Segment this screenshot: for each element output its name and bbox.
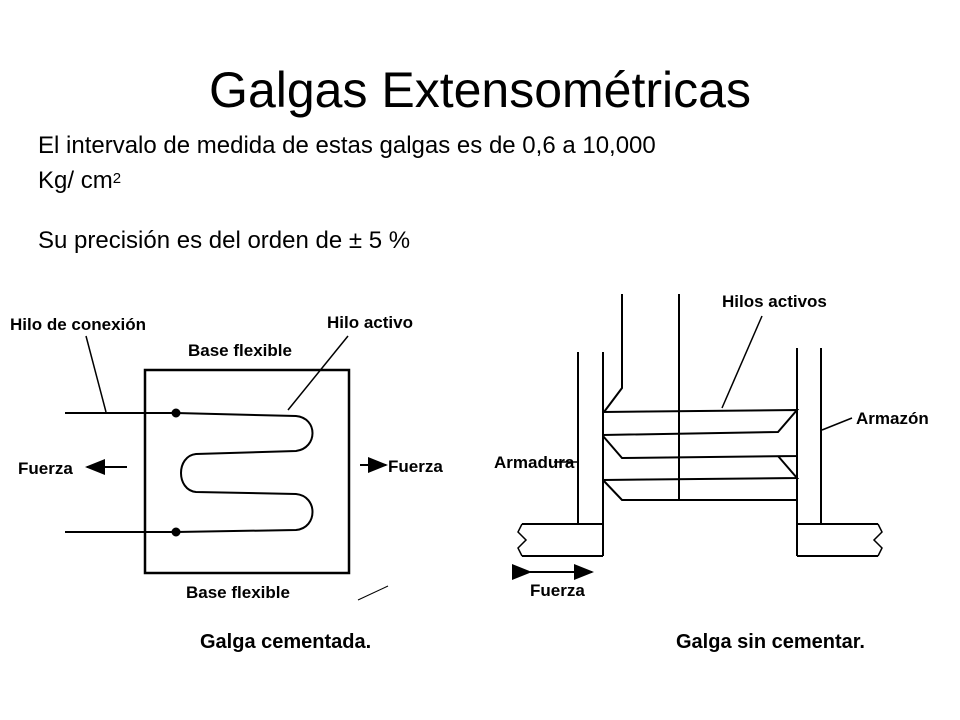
unbonded-gauge-figure — [512, 294, 883, 580]
break-mark-right — [872, 523, 883, 557]
active-wire-2 — [602, 433, 798, 460]
moving-bar-left — [603, 294, 623, 413]
label-hilo-conexion: Hilo de conexión — [10, 315, 146, 334]
label-base-flexible-bottom: Base flexible — [186, 583, 290, 602]
active-wire-3 — [602, 455, 800, 501]
label-armazon: Armazón — [856, 409, 929, 428]
label-fuerza-right: Fuerza — [388, 457, 443, 476]
unit-base: Kg/ cm — [38, 167, 113, 194]
cemented-gauge-figure — [65, 335, 389, 601]
label-hilo-activo: Hilo activo — [327, 313, 413, 332]
base-plate-left — [522, 523, 604, 557]
caption-galga-cementada: Galga cementada. — [200, 631, 371, 653]
slide-title: Galgas Extensométricas — [209, 62, 751, 118]
precision-text: Su precisión es del orden de ± 5 % — [38, 227, 411, 254]
label-hilos-activos: Hilos activos — [722, 292, 827, 311]
label-fuerza-left: Fuerza — [18, 459, 73, 478]
leader-hilo-activo — [287, 335, 349, 411]
caption-galga-sin-cementar: Galga sin cementar. — [676, 631, 865, 653]
unit-text: Kg/ cm2 — [38, 166, 121, 196]
active-wire-1 — [602, 408, 800, 437]
leader-hilo-conexion — [85, 335, 107, 413]
solder-point-bottom — [171, 527, 181, 537]
unit-exponent: 2 — [112, 170, 122, 187]
base-plate-right — [796, 523, 878, 557]
stray-mark — [357, 585, 389, 601]
label-fuerza-right-figure: Fuerza — [530, 581, 585, 600]
leader-hilos-activos — [721, 315, 763, 409]
flexible-base-square — [143, 368, 351, 575]
range-text: El intervalo de medida de estas galgas e… — [38, 132, 656, 159]
solder-point-top — [171, 408, 181, 418]
active-wire-serpentine — [175, 412, 314, 533]
leader-armazon — [821, 417, 853, 431]
break-mark-left — [517, 523, 528, 557]
label-armadura: Armadura — [494, 453, 575, 472]
label-base-flexible-top: Base flexible — [188, 341, 292, 360]
